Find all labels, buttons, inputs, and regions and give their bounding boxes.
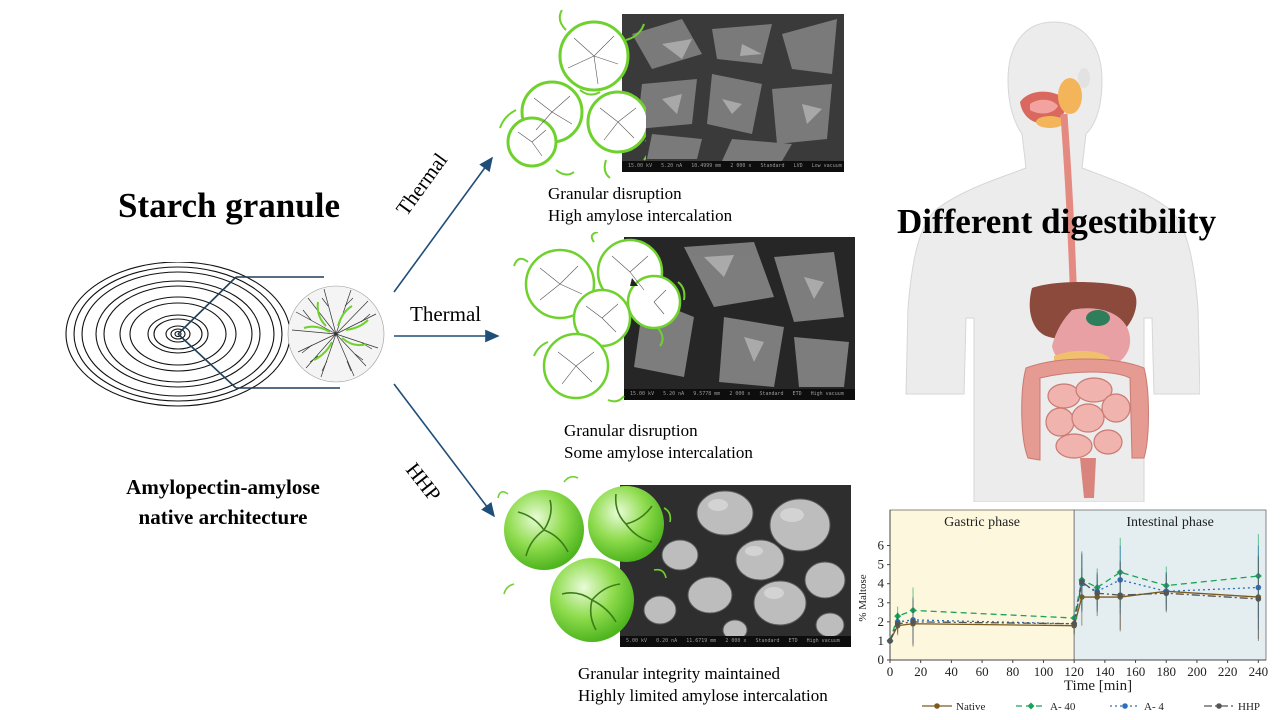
legend-marker	[1216, 703, 1222, 709]
granule-cluster-thermal-high	[499, 10, 646, 179]
phase-label-gastric: Gastric phase	[944, 515, 1020, 530]
x-tick-label: 120	[1064, 664, 1084, 679]
legend-entry: A- 40	[1050, 701, 1076, 713]
x-tick-label: 220	[1218, 664, 1238, 679]
legend-marker	[1122, 703, 1128, 709]
panel3-line-1: Granular integrity maintained	[578, 664, 781, 683]
data-point	[1079, 578, 1085, 585]
x-tick-label: 0	[887, 664, 894, 679]
phase-label-intestinal: Intestinal phase	[1126, 515, 1213, 530]
starch-granule-title: Starch granule	[118, 186, 340, 225]
arrow-thermal-top	[393, 156, 493, 293]
data-point	[910, 619, 916, 625]
x-tick-label: 20	[914, 664, 927, 679]
data-point	[887, 638, 893, 644]
x-tick-label: 100	[1034, 664, 1054, 679]
caption-line-1: Amylopectin-amylose	[126, 475, 320, 499]
small-intestine	[1045, 377, 1131, 459]
legend-entry: HHP	[1238, 701, 1260, 713]
granule-cluster-hhp	[497, 475, 672, 642]
x-tick-label: 200	[1187, 664, 1207, 679]
panel2-line-1: Granular disruption	[564, 421, 698, 440]
panel2-line-2: Some amylose intercalation	[564, 443, 753, 462]
large-intestine	[1021, 358, 1149, 461]
series-line-hhp	[889, 580, 1259, 642]
body-silhouette	[905, 21, 1200, 502]
data-point	[1255, 596, 1262, 602]
data-point	[1094, 590, 1100, 597]
panel3-caption: Granular integrity maintained Highly lim…	[578, 663, 828, 707]
native-architecture-caption: Amylopectin-amylose native architecture	[96, 472, 350, 532]
data-point	[894, 620, 901, 627]
panel1-line-1: Granular disruption	[548, 184, 682, 203]
x-axis-label: Time [min]	[1064, 678, 1132, 694]
panel1-line-2: High amylose intercalation	[548, 206, 733, 225]
arrow-label-thermal-middle: Thermal	[410, 302, 482, 326]
y-tick-label: 6	[878, 538, 885, 553]
y-tick-label: 1	[878, 633, 885, 648]
arrow-hhp	[393, 383, 495, 518]
x-tick-label: 240	[1249, 664, 1269, 679]
panel1-caption: Granular disruption High amylose interca…	[548, 183, 732, 227]
y-tick-label: 2	[878, 614, 885, 629]
x-tick-label: 40	[945, 664, 958, 679]
intestinal-phase-bg	[1073, 509, 1267, 661]
caption-line-2: native architecture	[138, 505, 308, 529]
data-point	[1163, 590, 1170, 597]
legend-marker	[1027, 702, 1035, 710]
different-digestibility-title: Different digestibility	[897, 202, 1217, 241]
x-tick-label: 160	[1126, 664, 1146, 679]
legend-entry: Native	[956, 701, 985, 713]
y-tick-label: 0	[878, 652, 885, 667]
panel3-line-2: Highly limited amylose intercalation	[578, 686, 828, 705]
x-tick-label: 80	[1006, 664, 1019, 679]
y-axis-label: % Maltose	[857, 574, 869, 621]
y-tick-label: 3	[878, 595, 885, 610]
starch-granule-illustration	[65, 262, 385, 407]
data-point	[1117, 592, 1124, 598]
y-tick-label: 4	[878, 576, 885, 591]
granule-cluster-thermal-some	[513, 232, 686, 403]
x-tick-label: 180	[1156, 664, 1176, 679]
data-point	[1071, 620, 1077, 627]
legend-marker	[934, 703, 940, 709]
sem-image-thermal-high: 15.00 kV 5.20 nA 10.4999 mm 2 000 x Stan…	[622, 14, 844, 172]
y-tick-label: 5	[878, 557, 885, 572]
digestive-system-illustration	[905, 21, 1200, 502]
gastric-phase-bg	[889, 509, 1075, 661]
series-line-a-4	[889, 579, 1259, 642]
x-tick-label: 60	[976, 664, 989, 679]
process-arrows	[393, 156, 500, 518]
panel2-caption: Granular disruption Some amylose interca…	[564, 420, 753, 464]
x-tick-label: 140	[1095, 664, 1115, 679]
legend-entry: A- 4	[1144, 701, 1164, 713]
